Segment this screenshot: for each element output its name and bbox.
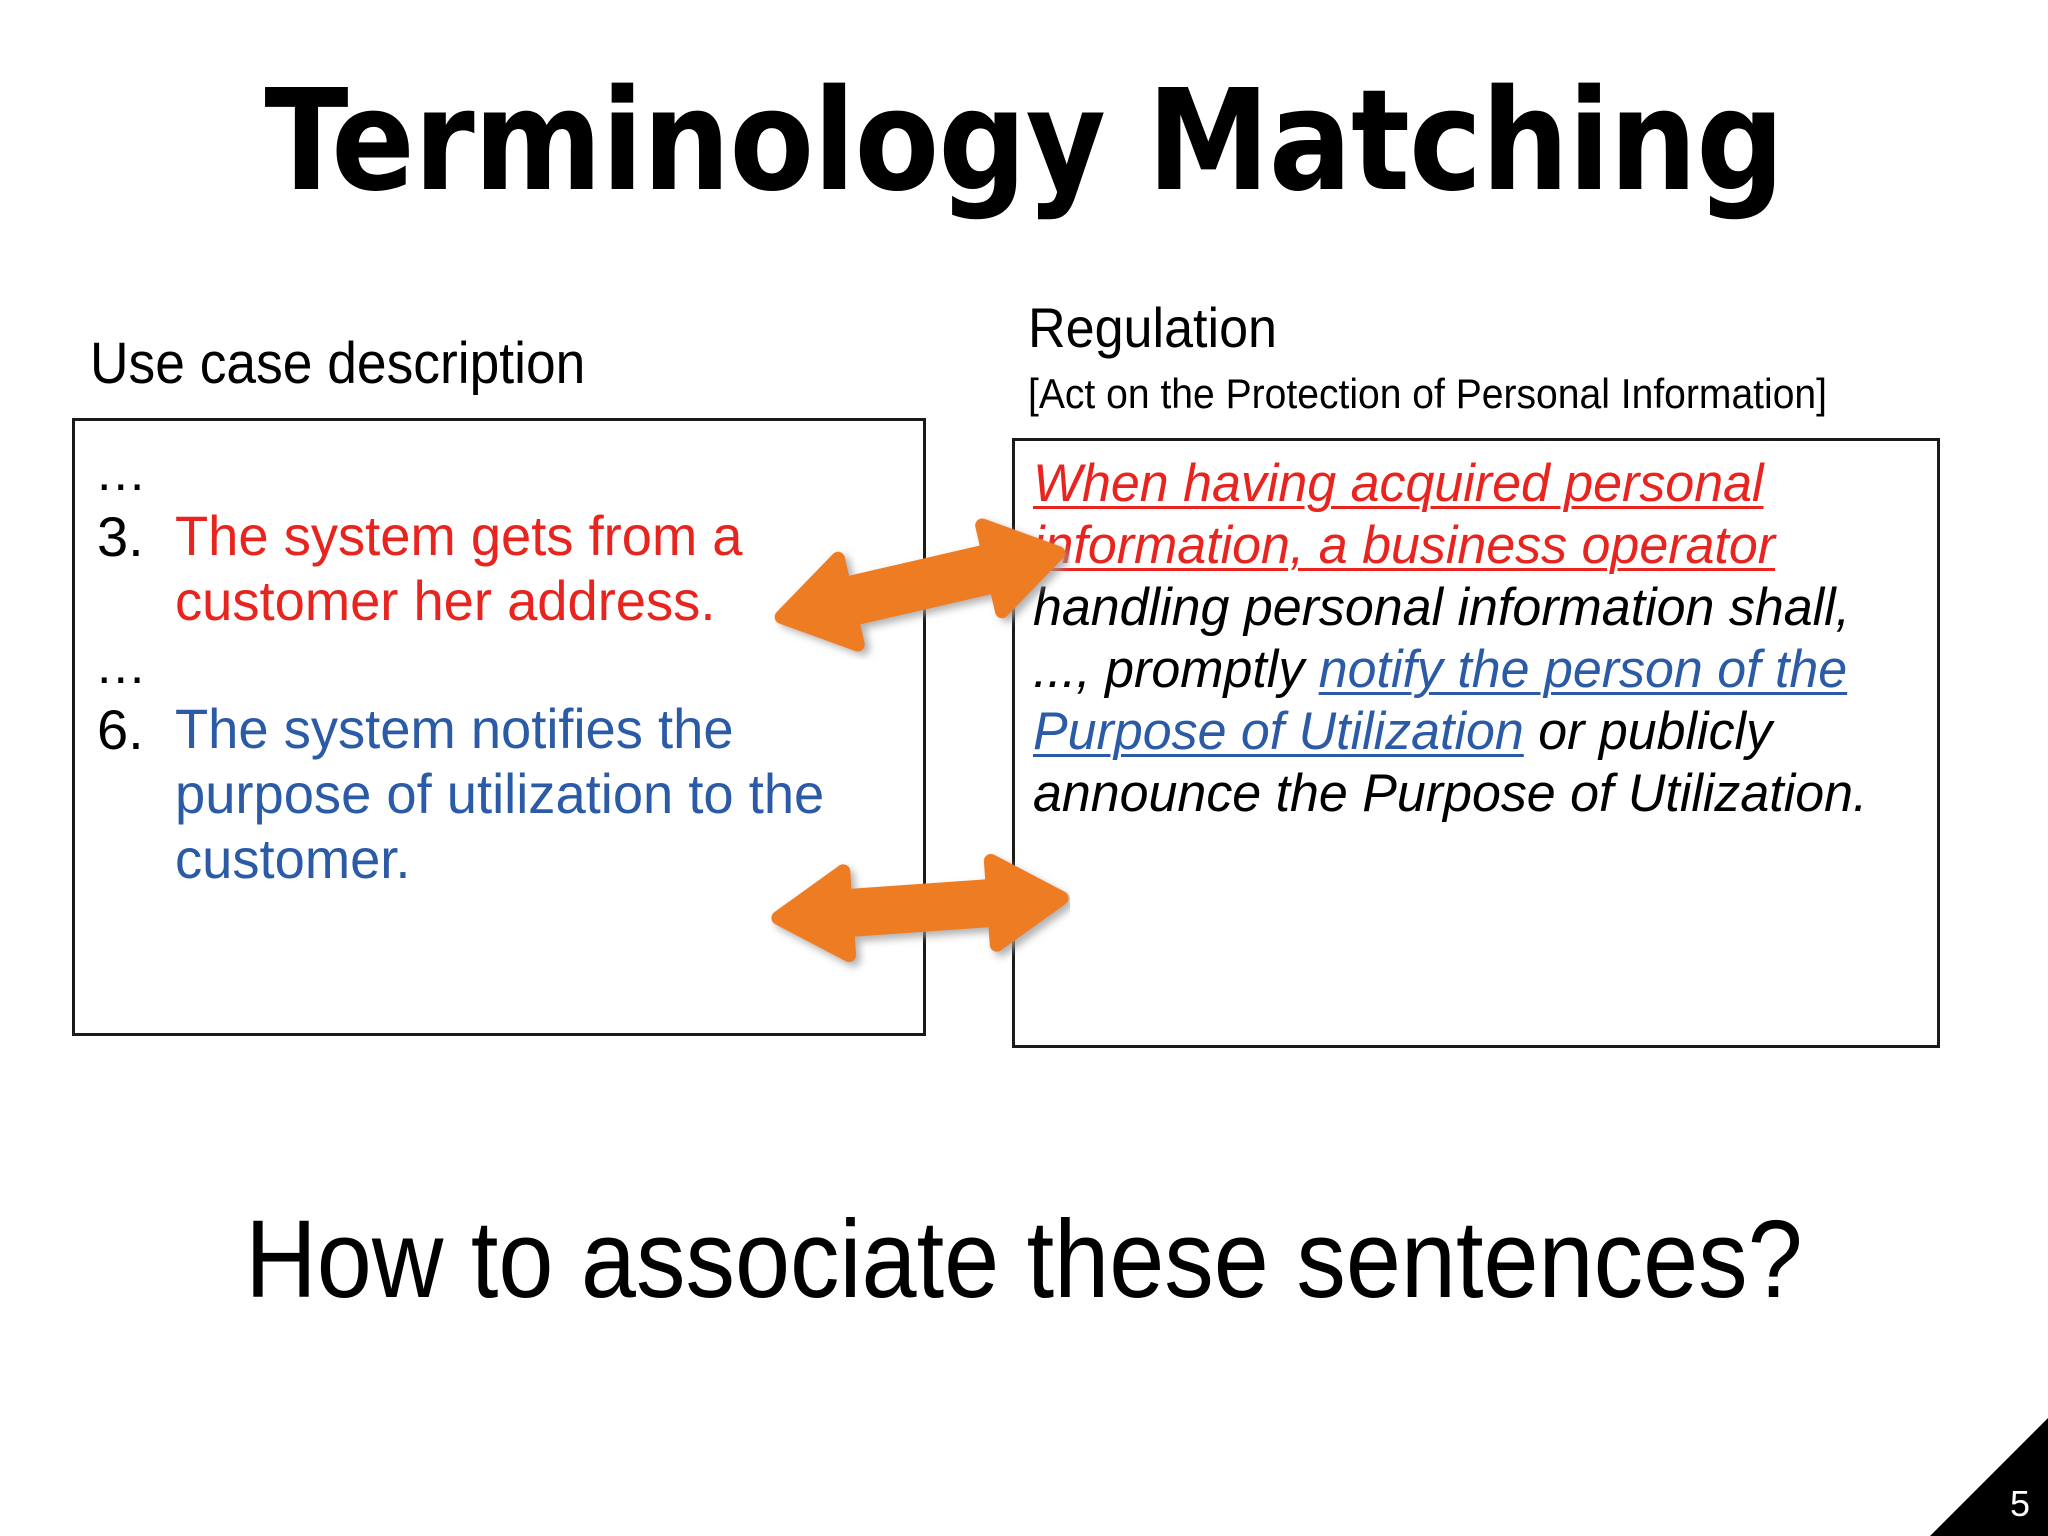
regulation-label: Regulation [1028,296,1278,359]
page-number-corner: 5 [1930,1418,2048,1536]
regulation-body: When having acquired personal informatio… [1033,453,1913,825]
regulation-segment-plain-2: or publicly announce the Purpose of Util… [1033,702,1868,823]
bottom-question: How to associate these sentences? [245,1198,1803,1321]
use-case-item-6: 6. The system notifies the purpose of ut… [97,697,917,892]
regulation-box: When having acquired personal informatio… [1012,438,1940,1048]
regulation-source: [Act on the Protection of Personal Infor… [1028,370,1828,417]
use-case-ellipsis-top: ... [97,444,147,502]
use-case-item-3: 3. The system gets from a customer her a… [97,504,917,634]
page-title: Terminology Matching [264,60,1784,223]
use-case-item-3-number: 3. [97,505,144,569]
use-case-body: ... 3. The system gets from a customer h… [97,444,917,896]
regulation-segment-red: When having acquired personal informatio… [1033,454,1775,575]
use-case-box: ... 3. The system gets from a customer h… [72,418,926,1036]
use-case-ellipsis-mid: ... [97,637,147,696]
corner-triangle-decoration [1930,1418,2048,1536]
page-number: 5 [2009,1483,2030,1524]
use-case-item-6-text: The system notifies the purpose of utili… [175,697,825,891]
use-case-item-6-number: 6. [97,698,144,762]
regulation-segment-blue: notify the person of the Purpose of Util… [1033,640,1848,761]
regulation-segment-plain-1: handling personal information shall, ...… [1033,578,1851,699]
use-case-label: Use case description [90,331,586,396]
use-case-item-3-text: The system gets from a customer her addr… [175,504,743,633]
